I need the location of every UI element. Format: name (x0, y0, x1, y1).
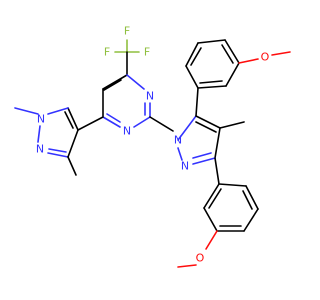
bond-pym-to-dimethylpyrazole (77, 116, 104, 131)
bond-lo-ph-c6-c1 (203, 183, 220, 209)
bond-lo-ph-to-oxygen (205, 230, 218, 250)
bond-lo-ph-c1-c2 (218, 183, 247, 187)
bond-up-ph-c6-c1 (197, 85, 227, 89)
bond-lo-ph-c2-c3 (245, 185, 259, 210)
bond-dmp-n1-n2 (37, 125, 41, 143)
bond-pym-n3-c4 (126, 74, 145, 90)
bond-up-ph-c2-c3 (185, 42, 199, 67)
bond-up-ph-c6-c1-double (199, 80, 223, 84)
bond-pz-n1-c5 (177, 115, 197, 141)
bond-up-ph-c5-c6 (225, 62, 240, 87)
bond-dmp-n2-c3-double (48, 148, 67, 153)
bond-pz-c5-c4-double (195, 121, 217, 133)
bond-pz-c4-c3 (214, 127, 221, 159)
bond-dmp-c3-methyl (67, 156, 77, 176)
bond-skeleton (14, 39, 291, 268)
bond-up-ph-c4-c5-double (221, 44, 234, 64)
bond-up-ph-to-oxygen (238, 58, 259, 64)
bond-dmp-c5-n1 (47, 107, 69, 115)
bond-pym-c6-n1 (102, 116, 121, 128)
bond-up-ph-c3-c4 (197, 39, 226, 44)
bond-lo-oxygen-methyl (177, 264, 197, 268)
bond-pz-c5-c4 (195, 115, 221, 129)
bond-dmp-c4-c5-double (64, 111, 74, 129)
bond-pym-c6-n1-double (106, 113, 121, 123)
bond-up-ph-c2-c3-double (190, 47, 202, 66)
bond-pz-c4-methyl (219, 121, 245, 129)
atom-label-methoxy-oxygen-bottom: O (196, 252, 205, 265)
atom-labels: F F F N N N N N N O O (36, 25, 270, 265)
bond-pz-n2-n1 (177, 147, 183, 161)
atom-label-pyrimidine-n3: N (146, 90, 154, 103)
bond-pym-c4-c5 (102, 74, 128, 90)
bond-pz-to-lower-phenyl (214, 157, 220, 185)
bond-lo-ph-c6-c1-double (208, 188, 222, 209)
molecular-structure-drawing: F F F N N N N N N O O (14, 25, 291, 268)
bond-pym-c4-c5-double (103, 79, 122, 91)
bond-dmp-n2-c3 (47, 152, 69, 158)
atom-label-methoxy-oxygen-top: O (261, 51, 270, 64)
bond-pym-n1-c2 (133, 116, 151, 128)
atom-label-f-right: F (144, 46, 150, 59)
bond-lo-ph-c5-c6 (203, 207, 218, 232)
bond-pz-c3-n2 (192, 157, 216, 165)
atom-label-pyrazole-n2: N (181, 160, 189, 173)
atom-label-dimethylpyrazole-n1: N (37, 113, 45, 126)
bond-up-ph-c1-c2 (185, 65, 199, 89)
atom-label-f-left: F (104, 46, 110, 59)
atom-label-f-top: F (124, 25, 130, 38)
bond-lo-ph-c2-c3-double (242, 190, 253, 210)
atom-label-pyrimidine-n1: N (123, 125, 131, 138)
atom-label-dimethylpyrazole-n2: N (36, 143, 44, 156)
bond-pz-c3-n2-double (192, 152, 212, 159)
bond-dmp-c3-c4 (67, 129, 79, 158)
bond-lo-ph-c3-c4 (243, 208, 259, 232)
atom-label-pyrazole-n1: N (174, 134, 182, 147)
bond-pym-to-pyrazole (149, 116, 174, 132)
bond-up-oxygen-methyl (271, 51, 291, 56)
bond-dmp-c4-c5 (67, 107, 79, 131)
bond-pz-to-upper-phenyl (195, 87, 199, 117)
bond-dmp-n1-methyl (14, 107, 39, 115)
bond-up-ph-c4-c5 (224, 39, 240, 64)
